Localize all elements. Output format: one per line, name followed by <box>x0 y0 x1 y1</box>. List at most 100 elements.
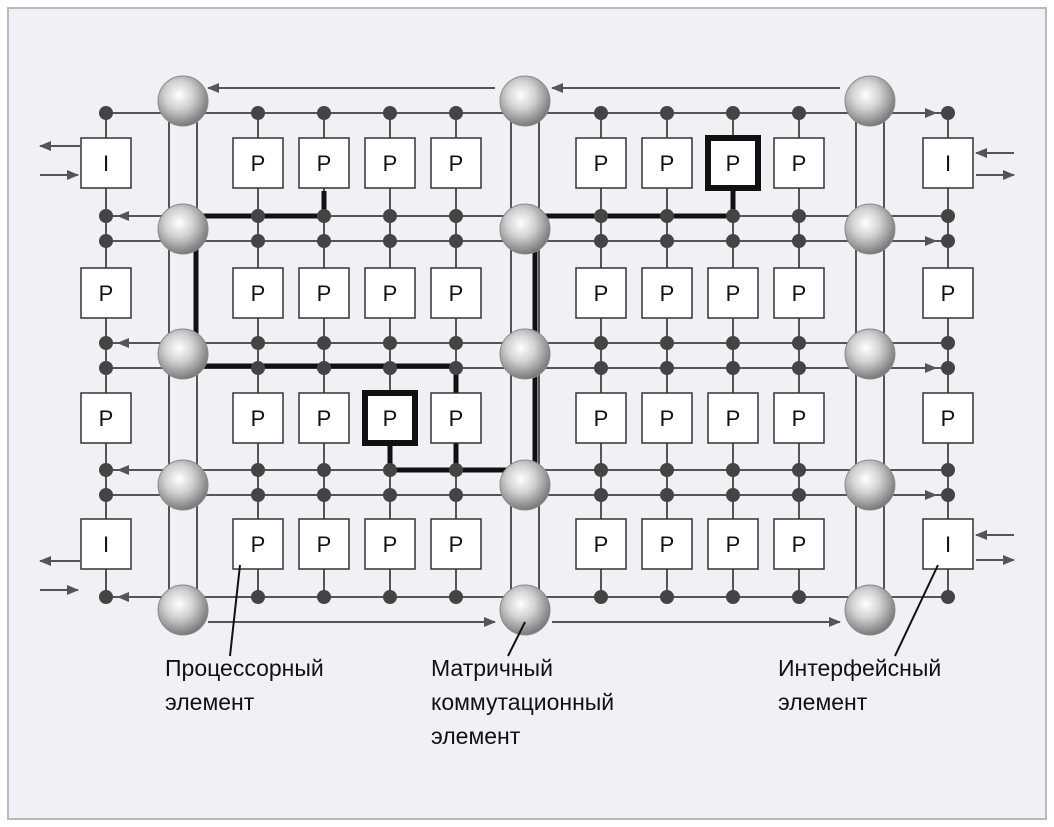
processor-element: P <box>922 267 974 319</box>
processor-element-box <box>773 137 825 189</box>
processor-element-label: P <box>792 281 807 306</box>
bus-node-dot <box>594 488 608 502</box>
interface-element-box <box>922 137 974 189</box>
processor-element: P <box>773 267 825 319</box>
processor-element-label: P <box>792 406 807 431</box>
bus-node-dot <box>317 234 331 248</box>
bus-node-dot <box>383 209 397 223</box>
processor-element: P <box>575 137 627 189</box>
processor-element-label: P <box>251 532 266 557</box>
processor-element-active: P <box>362 390 418 446</box>
processor-element-box <box>641 137 693 189</box>
bus-node-dot <box>726 590 740 604</box>
processor-element: P <box>707 267 759 319</box>
bus-node-dot <box>383 336 397 350</box>
processor-element-box <box>575 137 627 189</box>
bus-node-dot <box>941 336 955 350</box>
bus-node-dot <box>941 106 955 120</box>
processor-element: P <box>707 392 759 444</box>
switch-element <box>499 75 551 127</box>
processor-element: P <box>298 518 350 570</box>
processor-element-label: P <box>251 281 266 306</box>
switch-element <box>157 459 209 511</box>
bus-node-dot <box>660 463 674 477</box>
bus-node-dot <box>726 361 740 375</box>
bus-node-dot <box>317 209 331 223</box>
processor-element-label: P <box>941 406 956 431</box>
bus-node-dot <box>383 488 397 502</box>
processor-element-label: P <box>792 151 807 176</box>
processor-element-box <box>362 390 418 446</box>
processor-element-label: P <box>383 406 398 431</box>
processor-element: P <box>575 518 627 570</box>
bus-node-dot <box>251 488 265 502</box>
processor-element-box <box>773 518 825 570</box>
processor-element: P <box>364 267 416 319</box>
bus-node-dot <box>449 106 463 120</box>
processor-element-box <box>232 392 284 444</box>
processor-element: P <box>298 392 350 444</box>
bus-node-dot <box>449 590 463 604</box>
processor-element-box <box>298 392 350 444</box>
processor-element-label: P <box>726 151 741 176</box>
bus-node-dot <box>941 488 955 502</box>
processor-element-box <box>364 137 416 189</box>
processor-element-label: P <box>726 281 741 306</box>
processor-element: P <box>232 392 284 444</box>
processor-element-box <box>641 518 693 570</box>
leader-switch <box>507 621 526 657</box>
processor-element-label: P <box>317 151 332 176</box>
bus-node-dot <box>99 106 113 120</box>
processor-element-label: P <box>251 151 266 176</box>
processor-element-box <box>575 518 627 570</box>
processor-element-label: P <box>251 406 266 431</box>
processor-element-label: P <box>449 281 464 306</box>
caption-processor: Процессорный элемент <box>165 655 324 715</box>
bus-node-dot <box>726 336 740 350</box>
bus-node-dot <box>383 106 397 120</box>
interface-element-label: I <box>945 532 951 557</box>
processor-element-label: P <box>317 281 332 306</box>
bus-node-dot <box>594 106 608 120</box>
processor-element-label: P <box>383 151 398 176</box>
bus-node-dot <box>792 590 806 604</box>
processor-element: P <box>232 267 284 319</box>
processor-element: P <box>80 392 132 444</box>
bus-node-dot <box>251 590 265 604</box>
processor-element: P <box>575 267 627 319</box>
bus-node-dot <box>941 234 955 248</box>
bus-node-dot <box>251 336 265 350</box>
processor-element: P <box>922 392 974 444</box>
bus-node-dot <box>99 590 113 604</box>
bus-node-dot <box>449 336 463 350</box>
processor-element-label: P <box>317 532 332 557</box>
processor-element-box <box>773 267 825 319</box>
bus-node-dot <box>449 488 463 502</box>
processor-element-label: P <box>941 281 956 306</box>
caption-switch-line-2: коммутационный <box>431 689 614 715</box>
interface-element: I <box>80 137 132 189</box>
processor-element: P <box>232 518 284 570</box>
bus-node-dot <box>792 336 806 350</box>
bus-nodes <box>99 106 955 604</box>
interface-element-box <box>80 137 132 189</box>
processor-element: P <box>641 137 693 189</box>
bus-node-dot <box>726 106 740 120</box>
processor-element-label: P <box>660 281 675 306</box>
bus-node-dot <box>317 336 331 350</box>
processor-element-label: P <box>594 151 609 176</box>
processor-element-box <box>298 137 350 189</box>
switch-element <box>499 203 551 255</box>
processor-element: P <box>364 518 416 570</box>
bus-node-dot <box>317 361 331 375</box>
processor-element: P <box>641 518 693 570</box>
processor-element: P <box>364 137 416 189</box>
processor-element-box <box>232 518 284 570</box>
bus-node-dot <box>941 463 955 477</box>
caption-processor-line-2: элемент <box>165 689 255 715</box>
bus-node-dot <box>594 590 608 604</box>
bus-node-dot <box>251 361 265 375</box>
bus-node-dot <box>99 234 113 248</box>
interface-element: I <box>80 518 132 570</box>
